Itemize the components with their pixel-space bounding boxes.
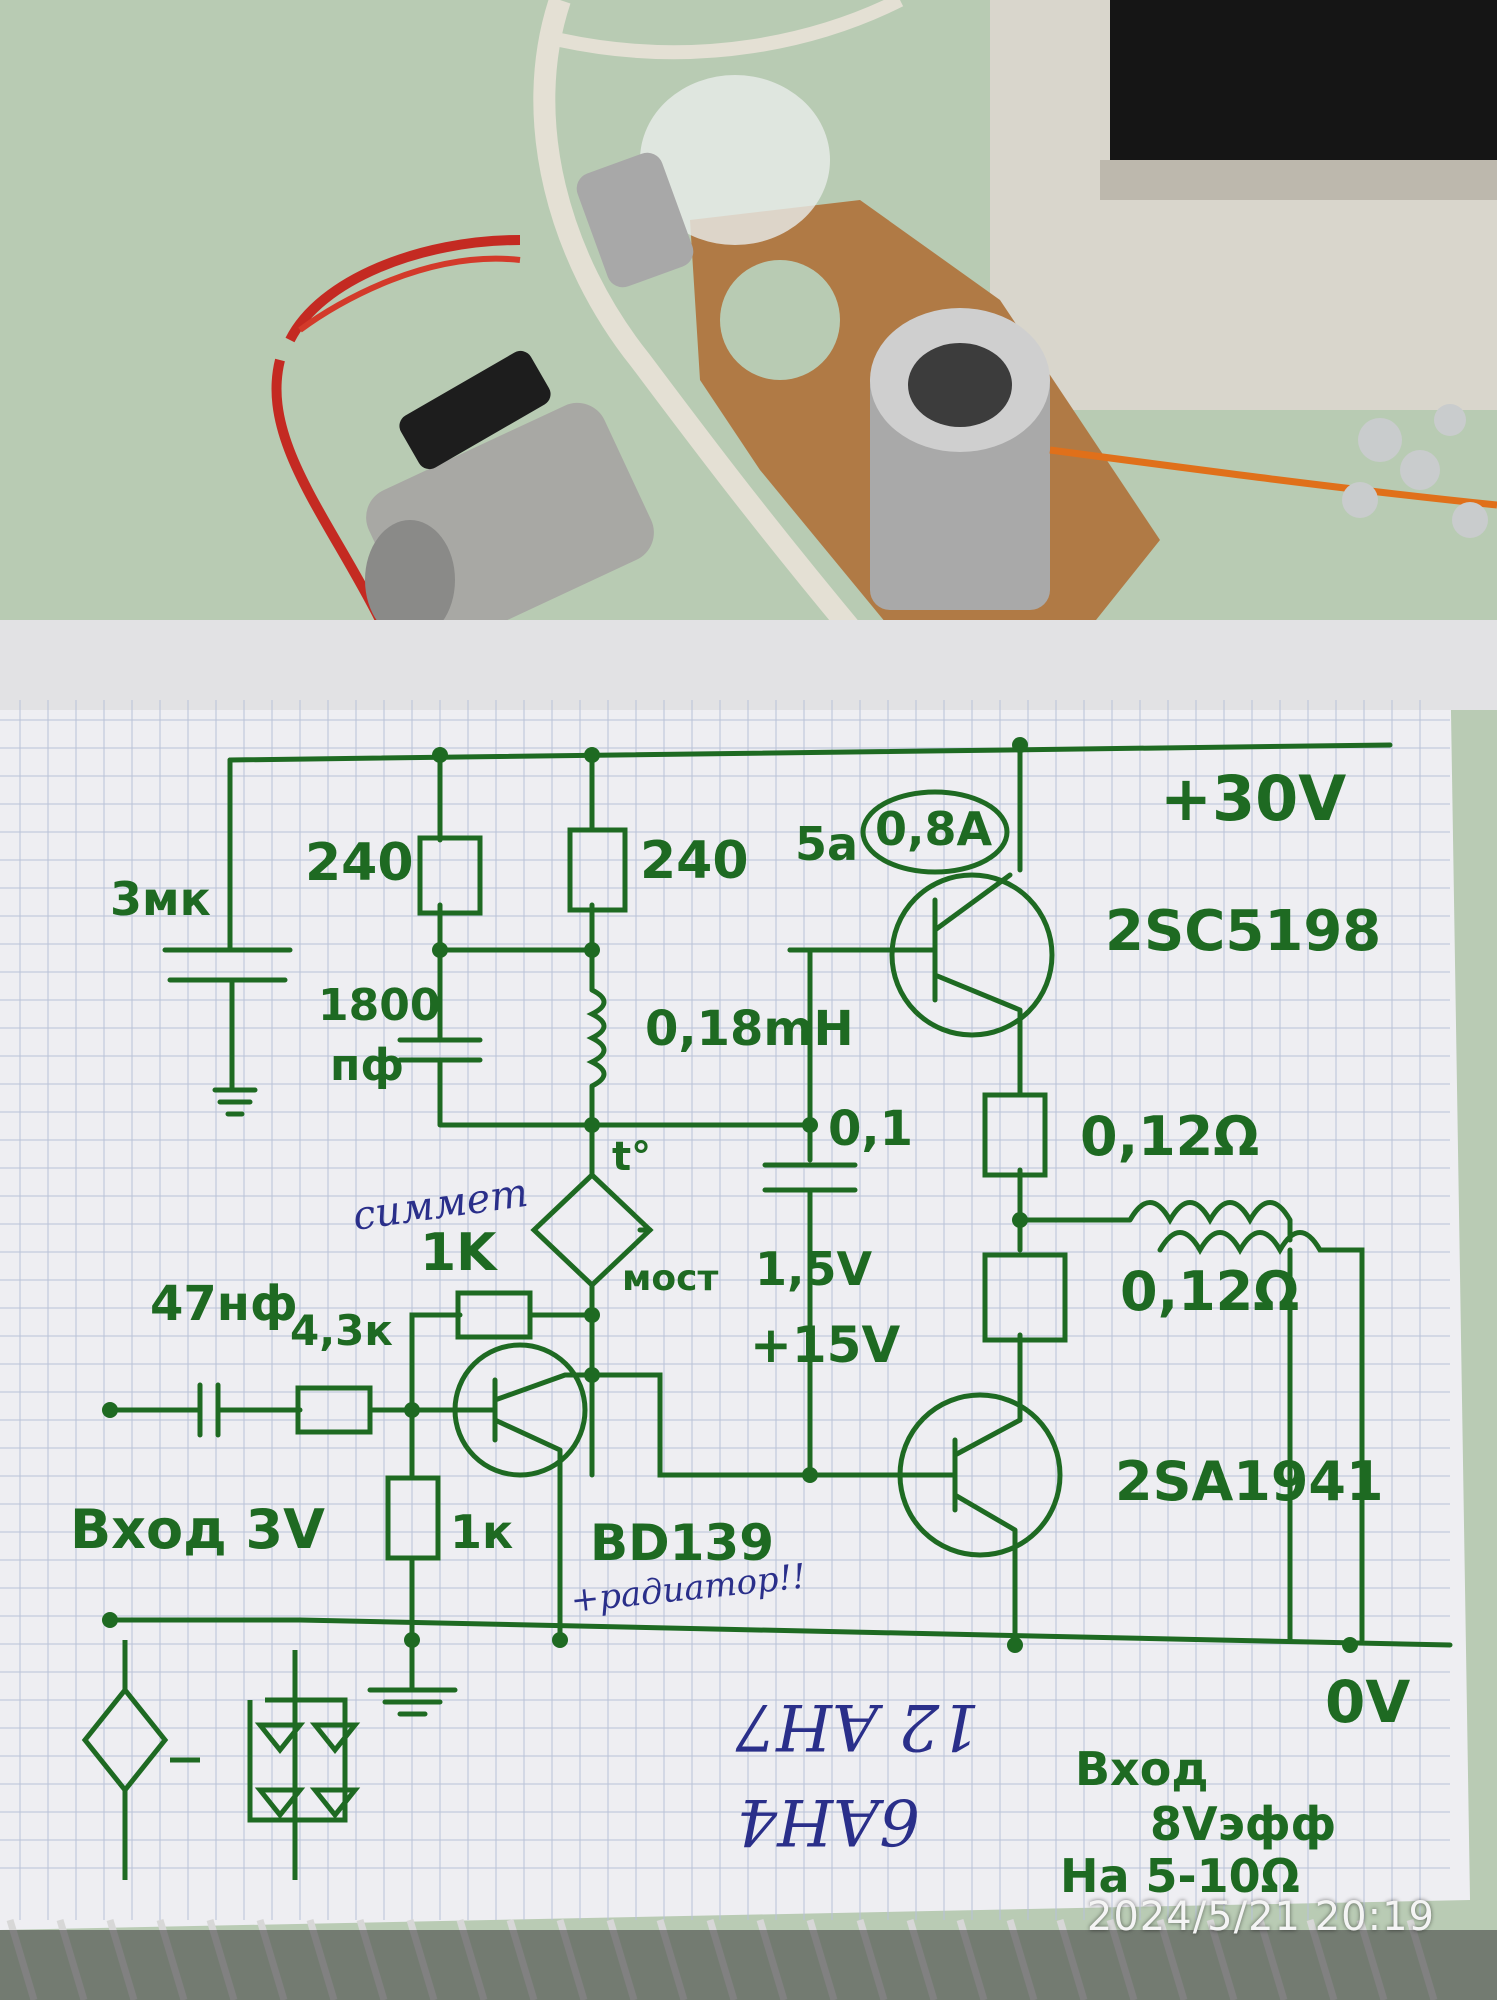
schematic-components xyxy=(81,789,1068,1880)
fuse-circle xyxy=(860,789,1010,875)
mirrored-note-1: 12 AH7 xyxy=(735,1689,980,1763)
cap-240-left-label: 240 xyxy=(305,833,414,893)
schematic-nodes xyxy=(102,737,1358,1653)
cap-240-right-label: 240 xyxy=(640,831,749,891)
ground-label: 0V xyxy=(1325,1668,1410,1736)
temp-label: t° xyxy=(612,1134,651,1180)
cap-240-left-body xyxy=(417,835,483,916)
bridge-diamond xyxy=(530,1171,654,1289)
mirrored-note-2: 6AH4 xyxy=(737,1784,920,1858)
r-input-label: 4,3к xyxy=(290,1306,393,1355)
red-wires xyxy=(271,235,521,623)
cap-1800-unit: пф xyxy=(330,1040,404,1091)
driver-transistor-body xyxy=(452,1342,588,1478)
supply-label: +30V xyxy=(1160,762,1346,835)
diode-bridge-symbol xyxy=(247,1650,361,1880)
q-bottom-label: 2SA1941 xyxy=(1115,1450,1384,1513)
cap-01-label: 0,1 xyxy=(828,1101,913,1157)
resistor-012-bottom xyxy=(982,1252,1068,1343)
voltage-a-label: 1,5V xyxy=(755,1242,872,1296)
trimmer-body xyxy=(455,1290,533,1340)
white-cable xyxy=(533,0,869,648)
input-note-2: 8Vэфф xyxy=(1150,1797,1336,1851)
small-bulb xyxy=(640,75,830,245)
cap-1800-label: 1800 xyxy=(318,980,440,1031)
r-bias-label: 1к xyxy=(450,1505,513,1559)
bottom-transistor-body xyxy=(897,1392,1063,1558)
cap-left-label: 3мк xyxy=(110,872,211,926)
trimmer-value-label: 1K xyxy=(420,1223,498,1283)
input-label: Вход 3V xyxy=(70,1498,325,1561)
schematic-wires xyxy=(107,742,1453,1717)
bottom-bridge-symbol xyxy=(81,1640,200,1880)
fuse-prefix-label: 5a xyxy=(795,817,858,871)
resistor-43k xyxy=(295,1385,373,1435)
voltage-b-label: +15V xyxy=(750,1316,900,1374)
top-transistor-body xyxy=(889,872,1055,1038)
photo-timestamp: 2024/5/21 20:19 xyxy=(1086,1894,1435,1940)
r-top-label: 0,12Ω xyxy=(1080,1105,1259,1168)
q-driver-label: BD139 xyxy=(590,1514,774,1572)
input-note-3: На 5-10Ω xyxy=(1060,1849,1300,1903)
resistor-1k xyxy=(385,1475,441,1561)
grid xyxy=(0,700,1450,1920)
resistor-012-top xyxy=(982,1092,1048,1178)
notebook-page xyxy=(0,650,1470,1930)
fuse-label: 0,8A xyxy=(875,802,992,856)
motor xyxy=(365,402,654,648)
bulb-socket xyxy=(870,308,1050,610)
metal-box xyxy=(990,0,1497,410)
q-top-label: 2SC5198 xyxy=(1105,899,1381,964)
r-bottom-label: 0,12Ω xyxy=(1120,1260,1299,1323)
inductor-label: 0,18mH xyxy=(645,1001,854,1057)
screws xyxy=(1342,404,1488,538)
cap-240-right-body xyxy=(567,827,628,913)
input-note-1: Вход xyxy=(1075,1742,1209,1796)
cap-input-label: 47нф xyxy=(150,1276,298,1332)
bridge-label: мост xyxy=(622,1258,718,1299)
